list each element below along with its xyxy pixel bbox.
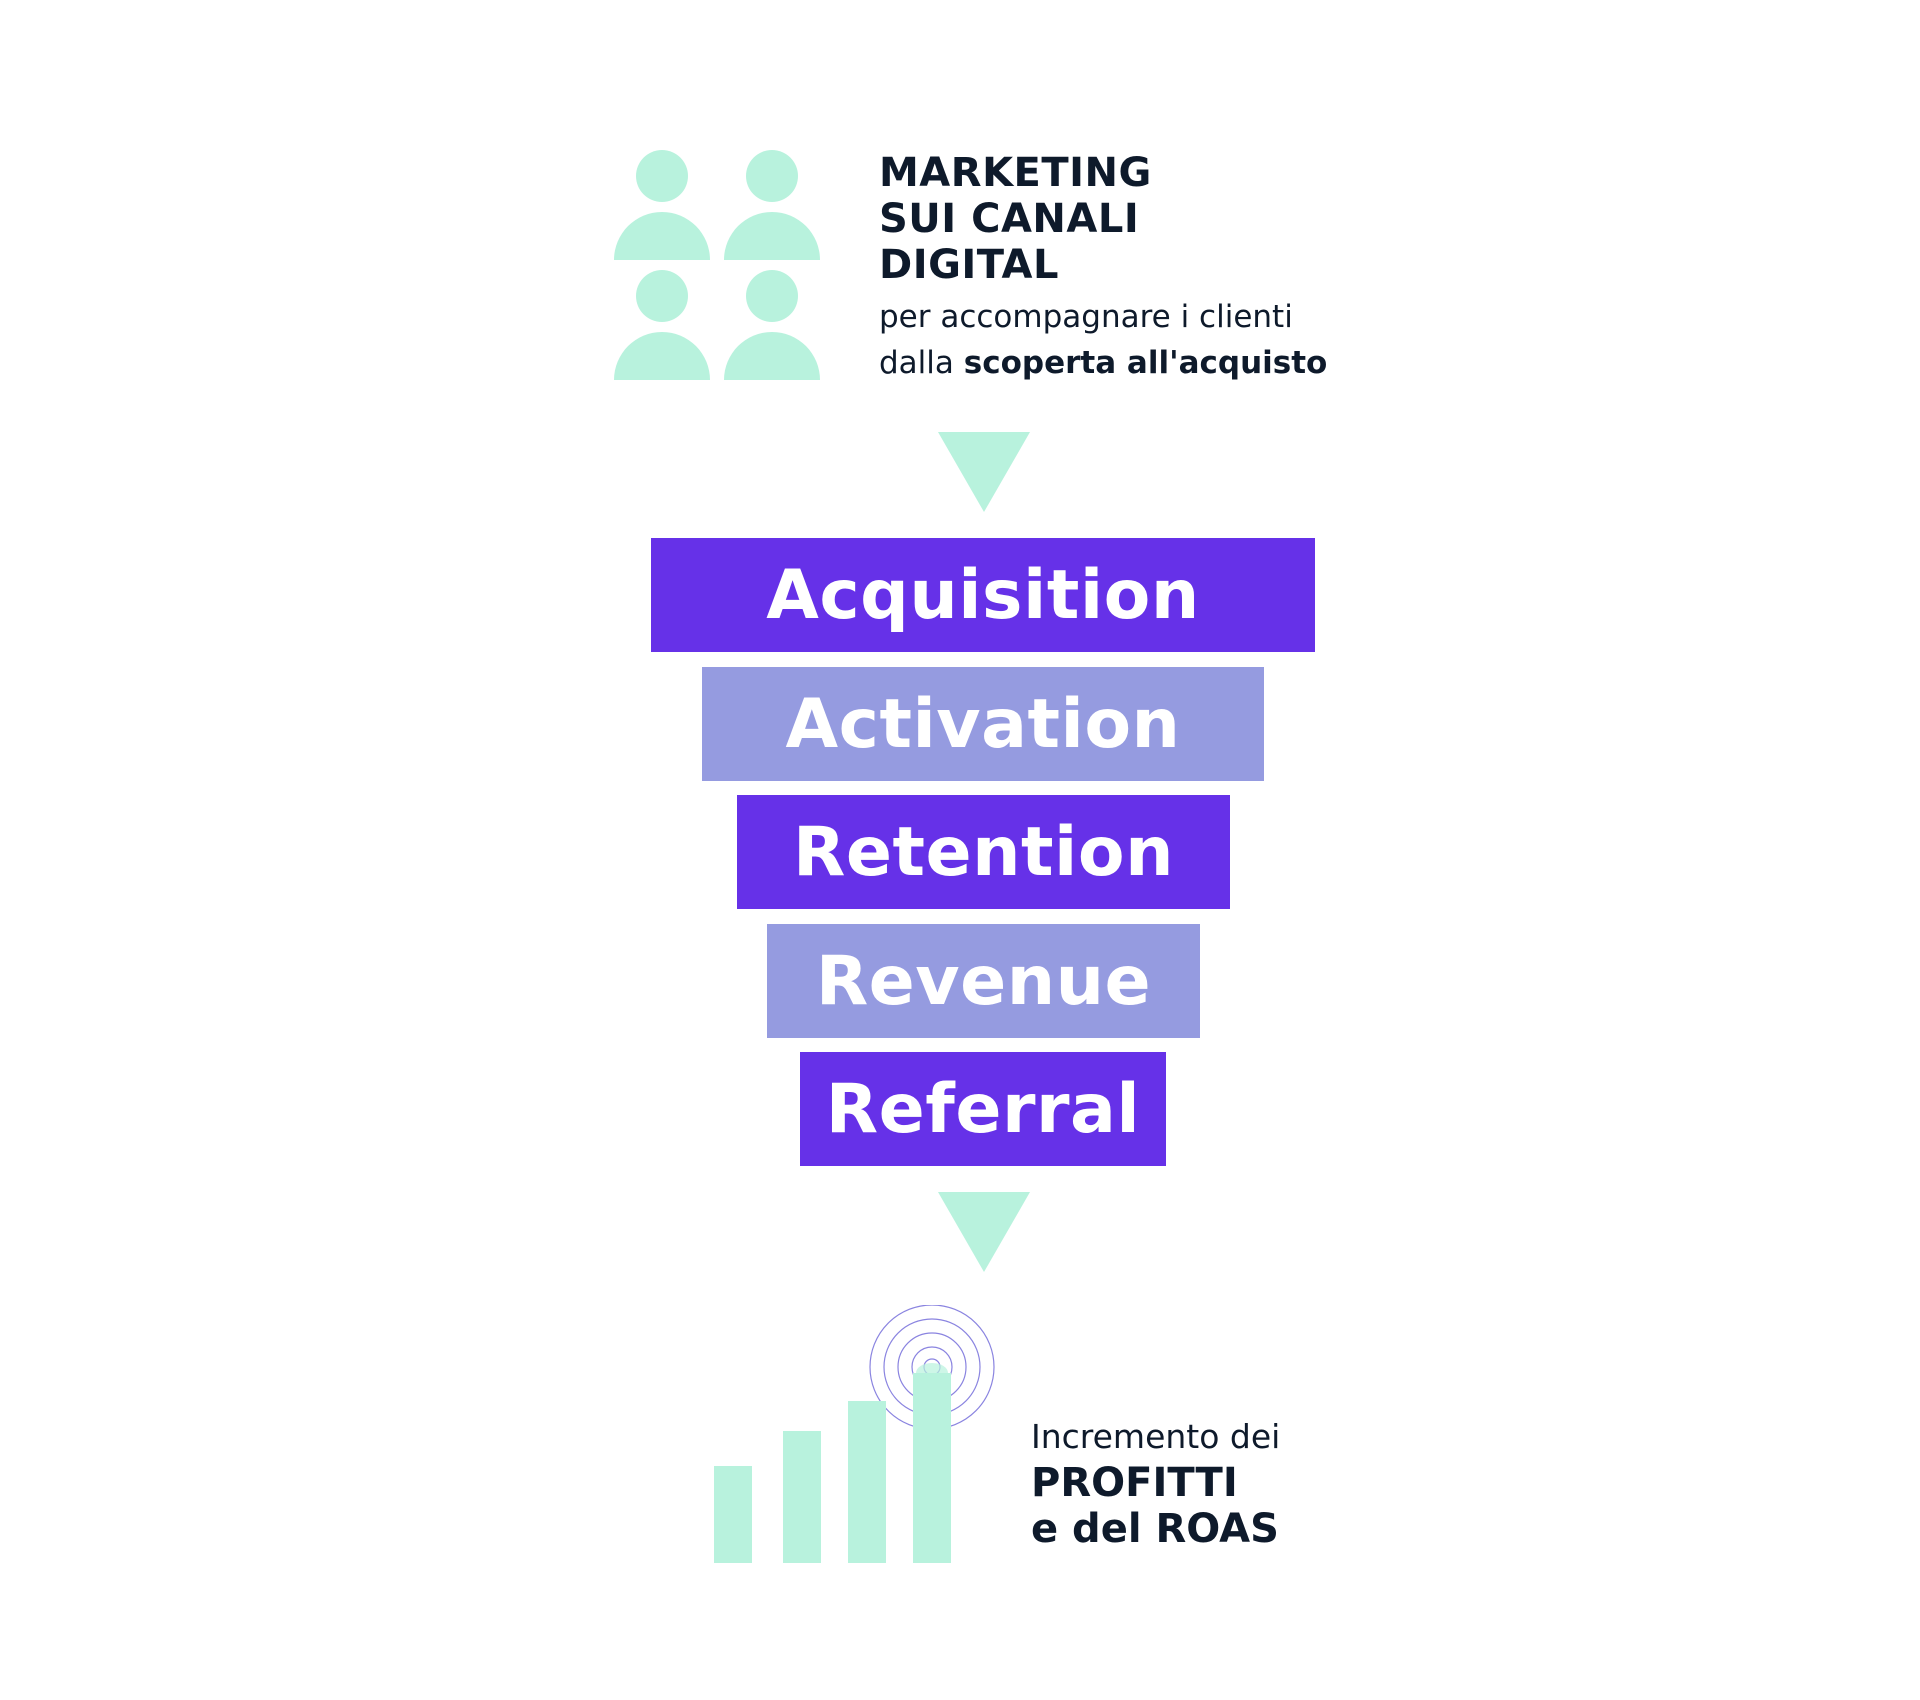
funnel-stage-revenue: Revenue — [767, 924, 1200, 1038]
funnel-stage-label: Revenue — [815, 941, 1152, 1021]
header-title-line: SUI CANALI — [879, 196, 1140, 242]
header-title-line: DIGITAL — [879, 242, 1059, 288]
funnel-stage-retention: Retention — [737, 795, 1230, 909]
footer-line1: Incremento dei — [1031, 1417, 1281, 1456]
footer-line3: e del ROAS — [1031, 1506, 1279, 1552]
funnel-stage-acquisition: Acquisition — [651, 538, 1315, 652]
funnel-stage-referral: Referral — [800, 1052, 1166, 1166]
footer-line2: PROFITTI — [1031, 1460, 1238, 1506]
header-title-line: MARKETING — [879, 150, 1152, 196]
header-title: MARKETING SUI CANALI DIGITAL — [879, 150, 1479, 288]
header-subtitle-line1: per accompagnare i clienti — [879, 299, 1293, 335]
funnel-stage-label: Referral — [825, 1069, 1141, 1149]
header-subtitle-bold: scoperta all'acquisto — [963, 345, 1328, 381]
funnel-stage-activation: Activation — [702, 667, 1264, 781]
growth-bar-chart-icon — [714, 1305, 995, 1563]
header-subtitle-line2: dalla scoperta all'acquisto — [879, 340, 1479, 386]
header-subtitle-prefix: dalla — [879, 345, 964, 381]
footer-text: Incremento dei PROFITTI e del ROAS — [1031, 1414, 1451, 1552]
header-subtitle: per accompagnare i clienti dalla scopert… — [879, 294, 1479, 386]
people-group-icon — [614, 150, 820, 380]
arrow-down-icon — [938, 432, 1030, 512]
arrow-down-icon — [938, 1192, 1030, 1272]
funnel-stage-label: Activation — [785, 684, 1181, 764]
funnel-stage-label: Retention — [793, 812, 1174, 892]
funnel-stage-label: Acquisition — [766, 555, 1200, 635]
